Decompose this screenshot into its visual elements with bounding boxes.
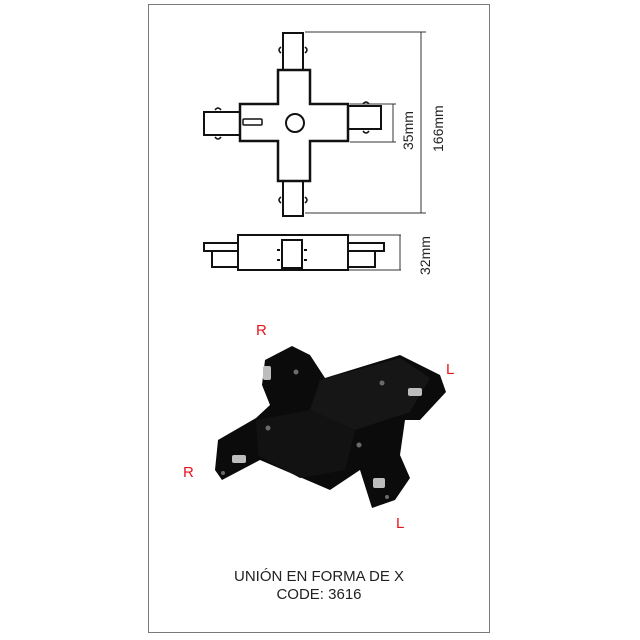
dimension-lines [305,31,426,271]
top-view-drawing [203,32,382,217]
connector-photo [215,346,446,508]
label-r-top: R [256,322,267,339]
product-code: CODE: 3616 [276,586,362,603]
side-view-drawing [203,234,385,271]
product-title: UNIÓN EN FORMA DE X [233,568,405,585]
dimension-35mm: 35mm [400,111,416,150]
dimension-166mm: 166mm [430,105,446,152]
document-frame [148,4,490,633]
dimension-32mm: 32mm [417,236,433,275]
label-l-right: L [446,361,455,378]
label-l-bottom: L [396,515,405,532]
label-r-left: R [183,464,194,481]
